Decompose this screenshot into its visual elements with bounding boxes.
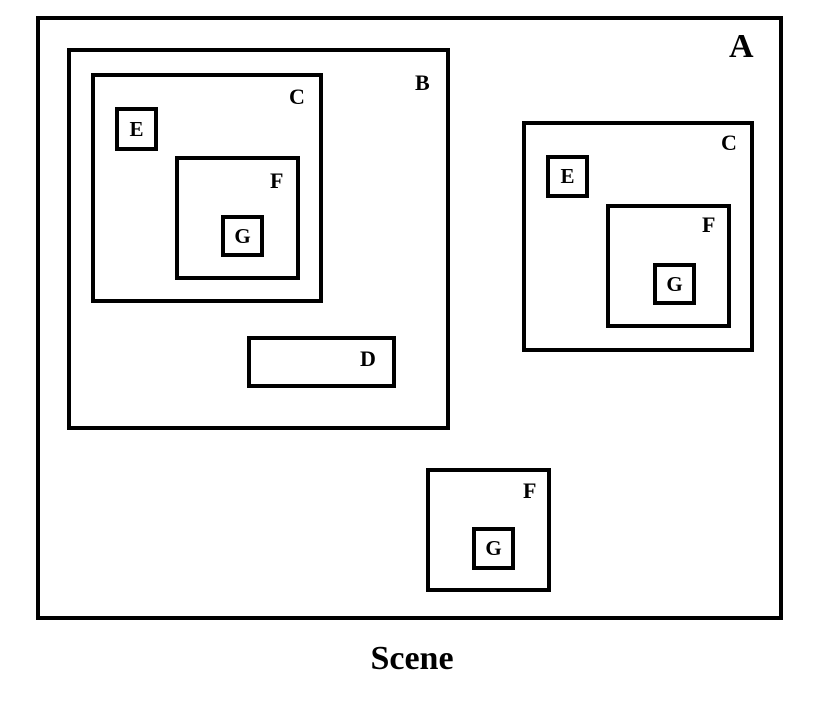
label-c-in-b: C	[289, 84, 305, 109]
box-a	[36, 16, 783, 620]
box-c-in-b	[91, 73, 323, 303]
label-g-in-f-in-c-right: G	[666, 271, 683, 296]
label-f-in-c-in-b: F	[270, 168, 284, 193]
box-f-in-c-right	[606, 204, 731, 328]
label-c-right: C	[721, 130, 737, 155]
label-a: A	[729, 28, 754, 65]
label-b: B	[415, 70, 430, 95]
box-b	[67, 48, 450, 430]
box-e-in-c-right: E	[546, 155, 589, 198]
box-g-in-f-in-c-in-b: G	[221, 215, 264, 257]
label-g-in-f-in-c-in-b: G	[234, 223, 251, 248]
label-g-in-f-standalone: G	[485, 536, 502, 560]
box-f-standalone	[426, 468, 551, 592]
box-g-in-f-standalone: G	[472, 527, 515, 570]
label-f-standalone: F	[523, 478, 537, 503]
box-g-in-f-in-c-right: G	[653, 263, 696, 305]
label-e-in-c-right: E	[560, 164, 575, 188]
label-d: D	[360, 346, 376, 371]
box-f-in-c-in-b	[175, 156, 300, 280]
label-f-in-c-right: F	[702, 212, 716, 237]
box-e-in-c-in-b: E	[115, 107, 158, 151]
box-c-right	[522, 121, 754, 352]
label-e-in-c-in-b: E	[129, 116, 144, 141]
box-d	[247, 336, 396, 388]
diagram-caption: Scene	[370, 640, 454, 677]
